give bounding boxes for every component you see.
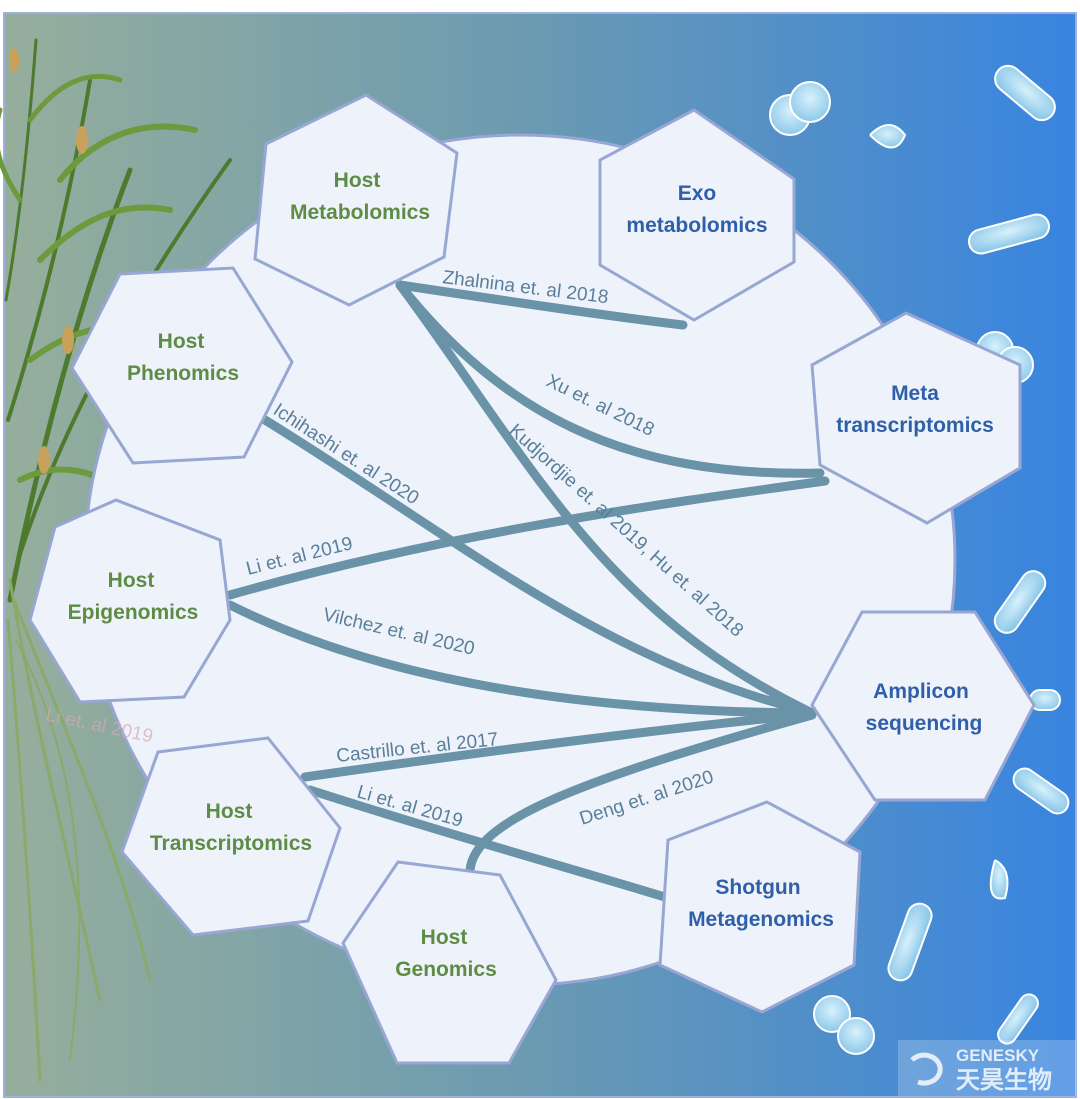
host-metabolomics-line1: Host xyxy=(334,169,381,192)
link-vilchez-line xyxy=(225,600,815,718)
host-epigenomics-line1: Host xyxy=(108,569,155,592)
watermark-brand: GENESKY xyxy=(956,1046,1040,1065)
hex-meta-transcriptomics xyxy=(810,311,1022,525)
link-li-epi-line xyxy=(225,476,830,600)
hex-shotgun-metagenomics xyxy=(658,800,862,1014)
hex-host-epigenomics xyxy=(28,498,232,704)
grain-icons xyxy=(9,48,88,474)
host-metabolomics-line2: Metabolomics xyxy=(290,201,430,224)
host-phenomics-line1: Host xyxy=(158,330,205,353)
host-phenomics-line2: Phenomics xyxy=(127,362,239,385)
shotgun-metagenomics-line1: Shotgun xyxy=(715,876,800,899)
link-castrillo-line xyxy=(300,709,817,782)
amplicon-sequencing-line1: Amplicon xyxy=(873,680,969,703)
host-transcriptomics-line1: Host xyxy=(206,800,253,823)
link-zhalnina-line xyxy=(395,280,688,330)
watermark-chinese: 天昊生物 xyxy=(956,1067,1052,1094)
genesky-logo-icon xyxy=(910,1052,943,1086)
link-ichihashi-line xyxy=(260,415,815,717)
link-xu-line xyxy=(395,280,825,478)
hexagon-nodes xyxy=(28,93,1036,1065)
plant-illustration xyxy=(0,38,232,1082)
hex-exo-metabolomics xyxy=(598,108,796,322)
hex-amplicon-sequencing xyxy=(810,610,1036,802)
shotgun-metagenomics-line2: Metagenomics xyxy=(688,908,834,931)
hex-host-phenomics xyxy=(70,266,294,465)
host-transcriptomics-line2: Transcriptomics xyxy=(150,832,312,855)
amplicon-sequencing-line2: sequencing xyxy=(866,712,983,735)
meta-transcriptomics-line2: transcriptomics xyxy=(836,414,994,437)
meta-transcriptomics-line1: Meta xyxy=(891,382,939,405)
genesky-watermark: GENESKY 天昊生物 xyxy=(898,1040,1076,1096)
connection-lines xyxy=(225,280,830,903)
hex-host-metabolomics xyxy=(253,93,459,307)
link-kudjordjie-line xyxy=(395,280,815,717)
host-epigenomics-line2: Epigenomics xyxy=(68,601,199,624)
link-li-trans-line xyxy=(305,785,673,903)
hex-host-genomics xyxy=(341,860,558,1065)
exo-metabolomics-line2: metabolomics xyxy=(626,214,767,237)
host-genomics-line1: Host xyxy=(421,926,468,949)
link-deng-line xyxy=(465,710,817,875)
exo-metabolomics-line1: Exo xyxy=(678,182,717,205)
hex-host-transcriptomics xyxy=(120,736,342,937)
host-genomics-line2: Genomics xyxy=(395,958,497,981)
